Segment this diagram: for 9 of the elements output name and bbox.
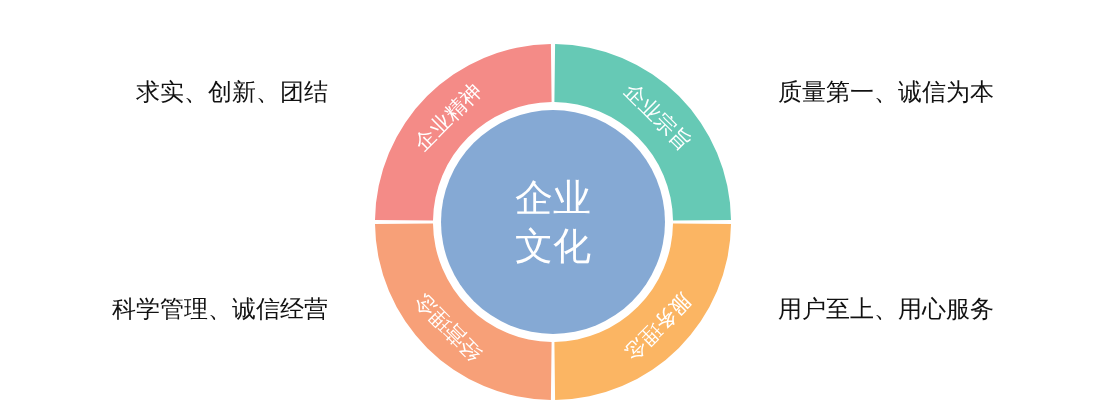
segment-title: 服务理念 [619,288,698,367]
caption-text: 求实、创新、团结 [136,77,328,108]
caption-text: 质量第一、诚信为本 [778,77,994,108]
caption-text: 科学管理、诚信经营 [112,294,328,325]
segment-title: 企业宗旨 [619,77,698,157]
segment-title: 经营理念 [408,288,487,367]
caption-text: 用户至上、用心服务 [778,294,994,325]
center-title: 企业文化 [514,175,592,270]
segment-title: 企业精神 [408,77,487,157]
